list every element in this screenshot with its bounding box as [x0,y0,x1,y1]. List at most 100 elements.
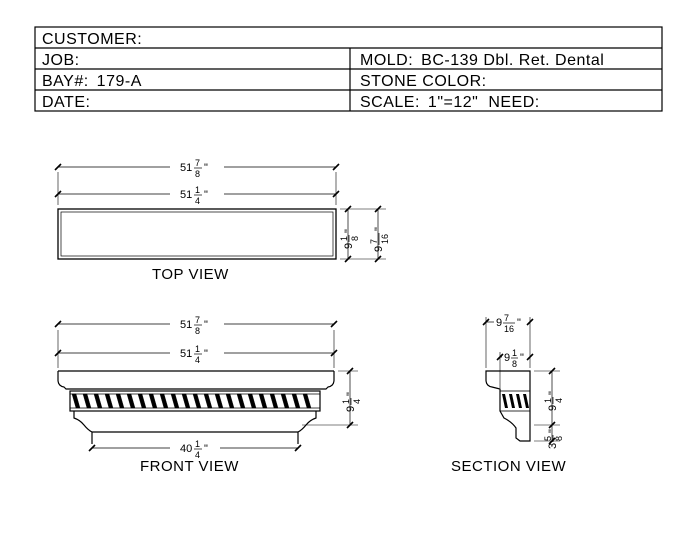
section-view-label: SECTION VIEW [451,458,567,475]
dim-denominator: 16 [380,234,390,244]
dimension-tick [332,190,340,198]
section-view-profile [485,370,531,442]
dim-numerator: 1 [341,399,351,404]
dim-whole: 9 [547,405,559,411]
dim-denominator: 8 [195,326,200,336]
dentil-block [258,393,268,409]
dim-denominator: 4 [195,196,200,206]
dentil-block [247,393,257,409]
top-body-length-dim: 51 1 4 " [180,185,208,206]
dimension-tick [526,318,534,326]
date-label: DATE: [42,94,90,111]
dim-numerator: 1 [512,348,517,358]
dim-unit: " [343,229,355,233]
section-dentil-block [509,394,515,408]
section-dentil-block [523,394,529,408]
dim-whole: 9 [343,243,355,249]
top-view-inner-outline [60,211,334,257]
top-inner-depth-dim: 9 1 8 " [339,229,360,249]
dimension-tick [88,444,96,452]
dentil-block [203,393,213,409]
dim-denominator: 16 [504,324,514,334]
mold-row: MOLD: BC-139 Dbl. Ret. Dental [360,52,604,69]
dim-unit: " [204,319,208,331]
top-view-outline [57,208,337,260]
dimension-tick [344,205,352,213]
dim-unit: " [204,443,208,455]
section-view-ticks [482,318,556,445]
dentil-block [291,393,301,409]
dimension-tick [526,353,534,361]
dentil-block [137,393,147,409]
dentil-block [302,393,312,409]
top-view [57,166,386,260]
dimension-tick [548,367,556,375]
dimension-tick [54,349,62,357]
dimension-tick [346,421,354,429]
mold-value: BC-139 Dbl. Ret. Dental [421,52,604,69]
top-outer-depth-dim: 9 7 16 " [369,227,390,252]
section-inner-depth-dim: 9 1 8 " [504,348,524,369]
dimension-tick [54,190,62,198]
section-dentil-pattern [502,394,529,408]
dimension-tick [482,318,490,326]
stone-color-label: STONE COLOR: [360,73,487,90]
dentil-block [93,393,103,409]
dentil-block [269,393,279,409]
dentil-pattern [71,393,312,409]
dim-whole: 9 [345,406,357,412]
section-view-dentil [499,390,531,412]
front-view [57,370,335,444]
section-height-dim: 9 1 4 " [543,391,564,411]
dim-unit: " [547,391,559,395]
front-bottom-length-dim: 40 1 4 " [180,439,208,460]
bay-label: BAY#: [42,73,89,90]
dim-unit: " [345,392,357,396]
dim-numerator: 7 [369,239,379,244]
front-view-crown [57,371,335,390]
front-view-lower-molding [73,411,317,433]
dim-numerator: 1 [195,185,200,195]
front-view-label: FRONT VIEW [140,458,239,475]
dentil-block [104,393,114,409]
bay-value: 179-A [97,73,142,90]
dim-whole: 51 [180,189,192,201]
dimension-tick [548,421,556,429]
dim-unit: " [547,429,559,433]
section-return-depth-dim: 3 5 8 " [543,429,564,449]
need-label: NEED: [488,94,539,111]
dim-whole: 51 [180,319,192,331]
front-overall-length-dim: 51 7 8 " [180,315,208,336]
front-body-length-dim: 51 1 4 " [180,344,208,365]
front-height-dim: 9 1 4 " [341,392,362,412]
dentil-block [214,393,224,409]
dim-numerator: 7 [195,315,200,325]
dim-whole: 9 [504,352,510,364]
dentil-block [115,393,125,409]
dentil-block [148,393,158,409]
dim-numerator: 5 [543,436,553,441]
dim-unit: " [373,227,385,231]
dim-whole: 9 [496,317,502,329]
dentil-block [82,393,92,409]
dim-numerator: 1 [195,344,200,354]
section-dentil-block [516,394,522,408]
dim-denominator: 8 [195,169,200,179]
dentil-block [192,393,202,409]
dim-denominator: 4 [554,398,564,403]
front-view-dentil-band [69,390,321,412]
scale-row: SCALE:1"=12"NEED: [360,94,540,111]
section-view [485,370,531,442]
title-block [34,26,663,112]
dim-denominator: 8 [350,236,360,241]
dim-denominator: 4 [195,450,200,460]
dentil-block [71,393,81,409]
dim-unit: " [517,317,521,329]
section-outer-depth-dim: 9 7 16 " [496,313,521,334]
dimension-tick [548,437,556,445]
mold-label: MOLD: [360,52,413,69]
customer-label: CUSTOMER: [42,31,142,48]
dim-denominator: 8 [512,359,517,369]
scale-value: 1"=12" [428,94,478,111]
